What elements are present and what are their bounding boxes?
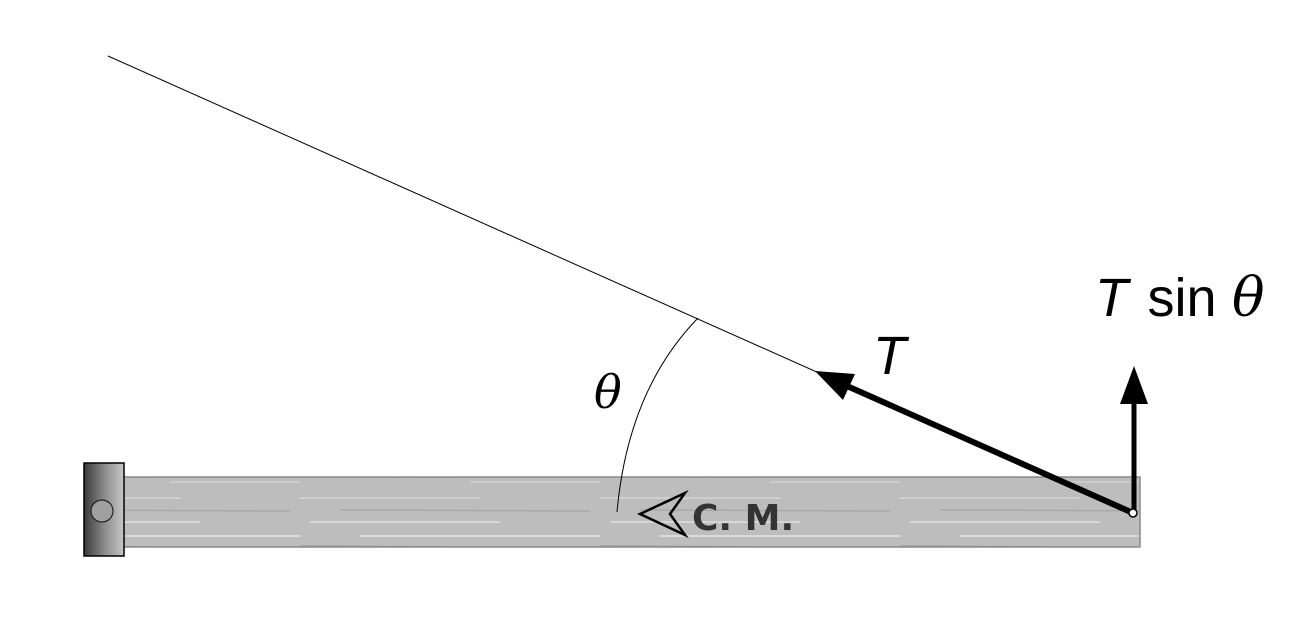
angle-arc — [616, 317, 699, 513]
vertical-arrowhead — [1120, 366, 1148, 404]
tension-arrowhead — [815, 371, 855, 400]
angle-label: θ — [594, 365, 622, 419]
vertical-sin: sin — [1148, 268, 1217, 328]
vertical-component-label: T sin θ — [1095, 266, 1265, 329]
beam — [122, 476, 1141, 548]
cm-label: C. M. — [692, 498, 794, 539]
tension-arrow-shaft — [836, 379, 1135, 516]
vertical-T: T — [1095, 268, 1132, 328]
cm-arrow-icon — [637, 489, 689, 539]
attachment-point — [1128, 508, 1138, 518]
tension-label: T — [873, 326, 910, 386]
vertical-theta: θ — [1232, 266, 1265, 329]
pivot-pin — [90, 499, 114, 523]
